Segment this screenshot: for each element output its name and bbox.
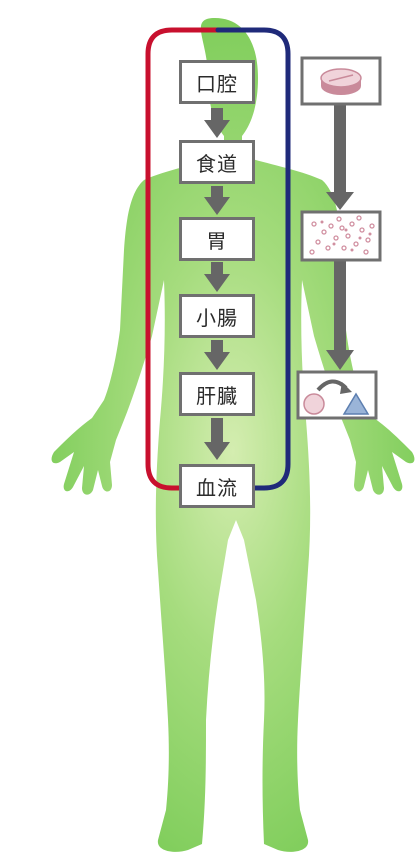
step-small-intestine-box: 小腸	[179, 294, 255, 338]
step-bloodstream-box: 血流	[179, 464, 255, 508]
step-stomach-box: 胃	[179, 217, 255, 261]
metabolism-stage	[298, 372, 376, 418]
tablet-stage	[302, 58, 380, 104]
tablet-icon	[321, 69, 361, 95]
step-mouth-box: 口腔	[179, 60, 255, 104]
step-liver-box: 肝臓	[179, 372, 255, 416]
particles-stage	[302, 212, 380, 260]
step-esophagus-box: 食道	[179, 140, 255, 184]
